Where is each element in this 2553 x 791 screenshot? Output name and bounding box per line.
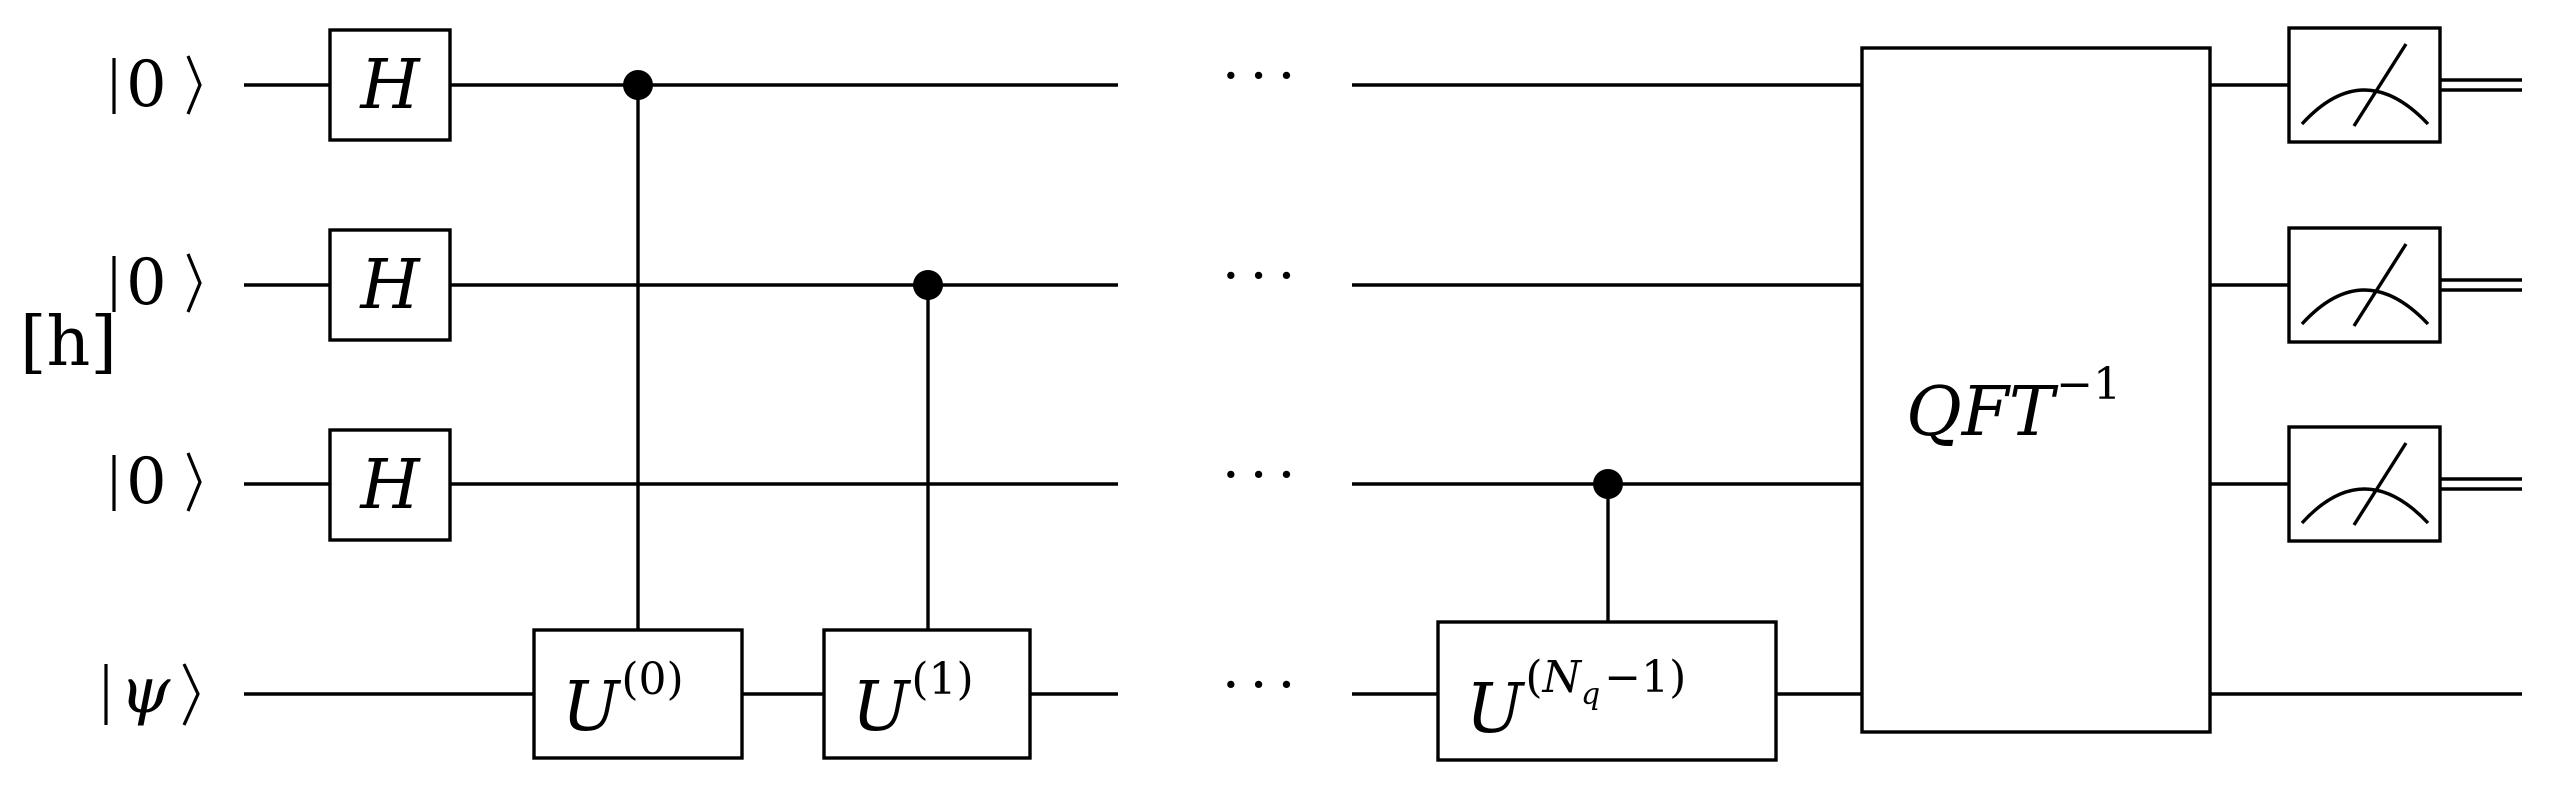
- hadamard-gate-q1: H: [328, 228, 452, 342]
- measurement-q0: [2287, 26, 2442, 144]
- ellipsis-target: ···: [1222, 653, 1305, 718]
- control-dot-icon: [623, 70, 653, 100]
- svg-text:U(1): U(1): [852, 654, 974, 747]
- svg-text:QFT−1: QFT−1: [1906, 359, 2121, 452]
- svg-text:U(Nq−1): U(Nq−1): [1466, 652, 1686, 749]
- unitary-superscript: (1): [911, 654, 973, 705]
- measurement-meter-icon: [2300, 442, 2430, 526]
- measurement-q1: [2287, 226, 2442, 344]
- unitary-base: U: [562, 668, 622, 747]
- qft-exponent: −1: [2056, 359, 2121, 410]
- wire-q2: [244, 477, 2522, 491]
- qft-label: QFT: [1906, 373, 2059, 452]
- ellipsis-q1: ···: [1222, 244, 1305, 309]
- wire-q0: [244, 78, 2522, 92]
- gate-label: H: [358, 446, 421, 525]
- unitary-gate-0: U(0): [532, 628, 744, 760]
- hadamard-gate-q2: H: [328, 428, 452, 542]
- measurement-meter-icon: [2300, 243, 2430, 327]
- control-dot-icon: [913, 270, 943, 300]
- svg-text:U(0): U(0): [562, 654, 684, 747]
- unitary-gate-1: U(1): [822, 628, 1032, 760]
- ket-label-q1: 0: [112, 246, 202, 320]
- unitary-base: U: [1466, 670, 1526, 749]
- wire-q1: [244, 278, 2522, 292]
- ket-label-target: ψ: [104, 654, 200, 728]
- unitary-superscript: (0): [621, 654, 683, 705]
- ellipsis-q0: ···: [1222, 44, 1305, 109]
- gate-label: H: [358, 46, 421, 125]
- ket-label-q2: 0: [112, 445, 202, 519]
- ket-value: 0: [126, 48, 167, 122]
- hadamard-gate-q0: H: [328, 28, 452, 142]
- gate-label: H: [358, 246, 421, 325]
- ket-value: ψ: [120, 654, 171, 728]
- superscript-symbol: N: [1541, 652, 1582, 703]
- superscript-close: −1): [1604, 652, 1686, 703]
- superscript-subscript: q: [1581, 677, 1600, 712]
- ellipsis-q2: ···: [1222, 443, 1305, 508]
- stray-label: [h]: [20, 303, 117, 382]
- ket-value: 0: [126, 246, 167, 320]
- ket-label-q0: 0: [112, 48, 202, 122]
- measurement-q2: [2287, 425, 2442, 543]
- superscript-open: (: [1525, 652, 1542, 703]
- ket-value: 0: [126, 445, 167, 519]
- measurement-meter-icon: [2300, 43, 2430, 127]
- inverse-qft-block: QFT−1: [1860, 46, 2212, 734]
- unitary-base: U: [852, 668, 912, 747]
- control-dot-icon: [1593, 469, 1623, 499]
- unitary-gate-last: U(Nq−1): [1436, 620, 1778, 762]
